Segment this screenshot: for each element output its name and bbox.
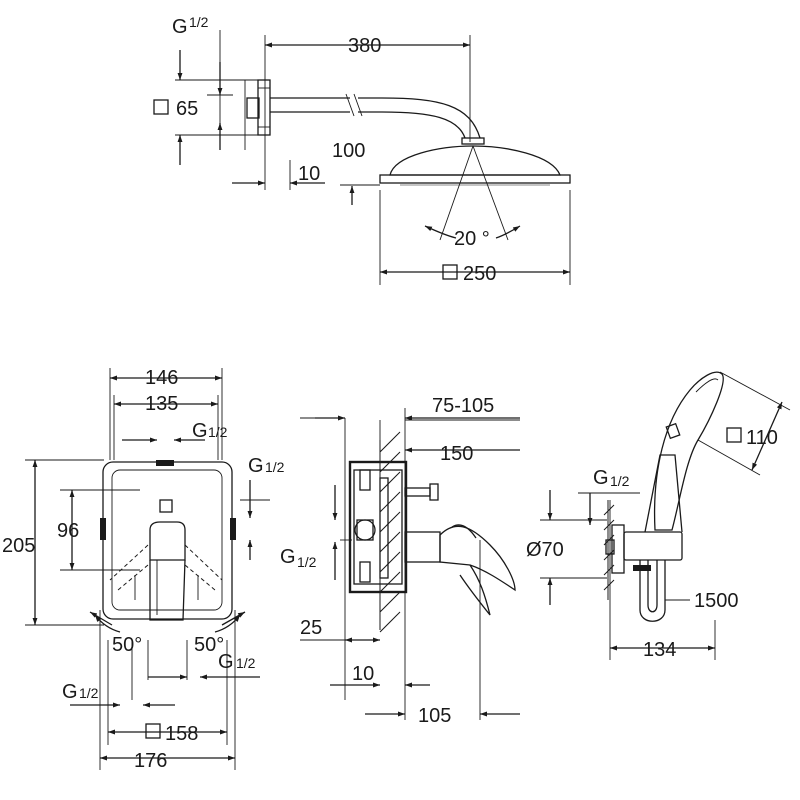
hose-length-label: 1500 xyxy=(694,590,739,612)
outer-width-label: 146 xyxy=(145,367,178,389)
square-symbol-icon xyxy=(153,99,169,115)
hand-shower-view: 110 G 1/2 Ø70 1500 134 xyxy=(526,371,791,661)
projection-label: 105 xyxy=(418,705,451,727)
thread-fraction: 1/2 xyxy=(297,554,317,570)
thread-right-fraction: 1/2 xyxy=(265,459,285,475)
thread-top-fraction: 1/2 xyxy=(208,424,228,440)
spray-angle-label: 20 ° xyxy=(454,228,490,250)
height-label: 205 xyxy=(2,535,35,557)
thread-right-label: G xyxy=(248,455,264,477)
drop-label: 100 xyxy=(332,140,365,162)
wall-gap-label: 10 xyxy=(352,663,374,685)
thread-label: G xyxy=(593,467,609,489)
thread-bottom-left-label: G xyxy=(62,681,78,703)
square-symbol-icon xyxy=(726,427,742,443)
thread-label: G xyxy=(172,16,188,38)
mixer-side-view: 75-105 150 G 1/2 25 10 105 xyxy=(280,395,520,727)
thread-bottom-right-fraction: 1/2 xyxy=(236,655,256,671)
thread-label: G xyxy=(280,546,296,568)
square-symbol-icon xyxy=(145,723,161,739)
head-size-label: 250 xyxy=(463,263,496,285)
thread-bottom-left-fraction: 1/2 xyxy=(79,685,99,701)
angle-left-label: 50° xyxy=(112,634,142,656)
offset-label: 25 xyxy=(300,617,322,639)
inner-height-label: 96 xyxy=(57,520,79,542)
depth-range-label: 75-105 xyxy=(432,395,494,417)
thread-bottom-right-label: G xyxy=(218,651,234,673)
wall-offset-label: 10 xyxy=(298,163,320,185)
angle-right-label: 50° xyxy=(194,634,224,656)
hand-head-size-label: 110 xyxy=(746,427,778,449)
thread-fraction: 1/2 xyxy=(610,473,630,489)
inner-width-label: 135 xyxy=(145,393,178,415)
thread-top-label: G xyxy=(192,420,208,442)
plate-size-label: 158 xyxy=(165,723,198,745)
bracket-width-label: 134 xyxy=(643,639,676,661)
arm-length-label: 380 xyxy=(348,35,381,57)
thread-fraction: 1/2 xyxy=(189,14,209,30)
mixer-front-view: 146 135 G 1/2 G 1/2 205 96 50° 50° G xyxy=(2,367,285,772)
box-depth-label: 150 xyxy=(440,443,473,465)
square-symbol-icon xyxy=(442,264,458,280)
overhead-shower-view: 380 G 1/2 65 100 10 20 ° 250 xyxy=(153,14,571,285)
outlet-diameter-label: Ø70 xyxy=(526,539,564,561)
rosette-size-label: 65 xyxy=(176,98,198,120)
overall-width-label: 176 xyxy=(134,750,167,772)
